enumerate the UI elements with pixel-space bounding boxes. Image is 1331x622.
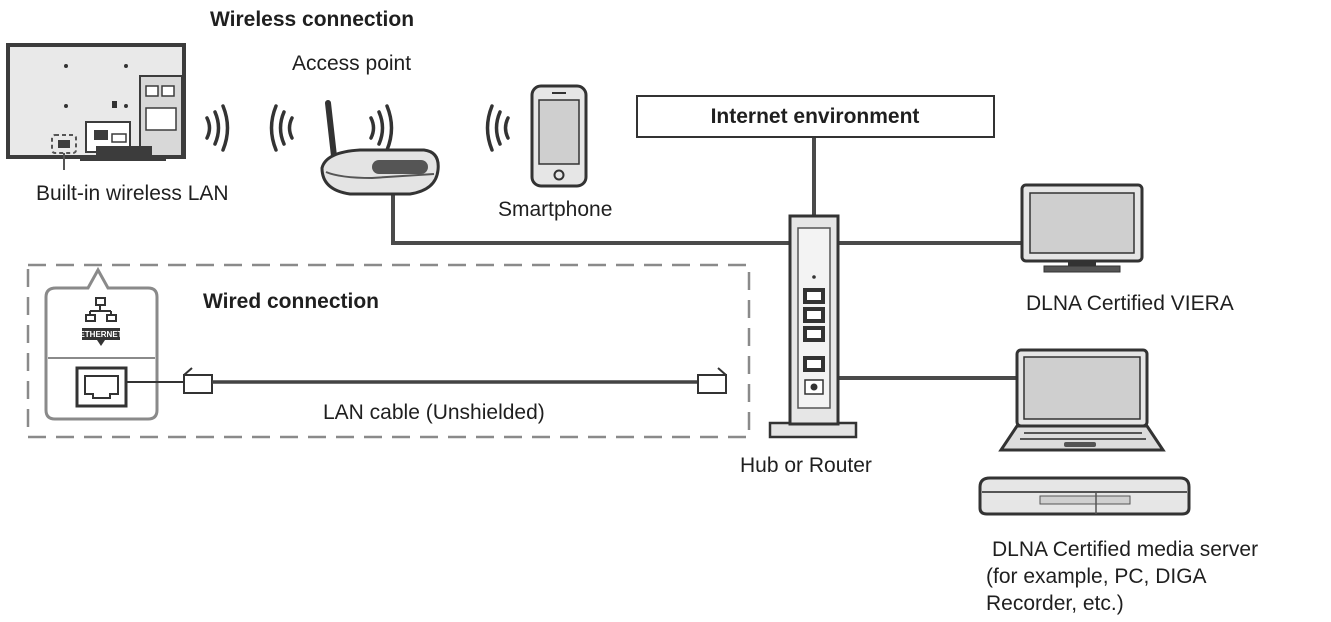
internet-environment-box [636, 95, 995, 138]
laptop-icon [998, 348, 1166, 452]
media-server-label-line3: Recorder, etc.) [986, 592, 1124, 615]
tv-rear-icon [6, 43, 186, 170]
access-point-icon [320, 100, 440, 196]
wifi-waves [205, 104, 510, 152]
media-recorder-icon [978, 476, 1191, 516]
viera-label: DLNA Certified VIERA [1026, 292, 1234, 315]
lan-cable-label: LAN cable (Unshielded) [323, 401, 545, 424]
hub-router-icon [768, 214, 858, 439]
network-symbol-icon [85, 297, 117, 322]
phone-wifi-signal-icon [485, 104, 510, 152]
tv-wifi-signal-icon [205, 104, 230, 152]
smartphone-icon [530, 84, 588, 188]
ap-wifi-signal-right-icon [369, 104, 394, 152]
media-server-label-line2: (for example, PC, DIGA [986, 565, 1207, 588]
hub-router-label: Hub or Router [740, 454, 872, 477]
smartphone-label: Smartphone [498, 198, 612, 221]
internet-environment-label: Internet environment [711, 105, 920, 128]
ap-wifi-signal-left-icon [269, 104, 294, 152]
viera-tv-icon [1020, 183, 1144, 273]
lan-cable-icon [126, 367, 727, 394]
access-point-label: Access point [292, 52, 411, 75]
builtin-wireless-lan-label: Built-in wireless LAN [36, 182, 229, 205]
connection-lines [391, 137, 1022, 380]
lan-port-callout: ETHERNET [44, 266, 159, 421]
ap-to-router-line [391, 190, 790, 245]
diagram-labels: Wireless connection Access point Built-i… [36, 8, 1258, 615]
wired-connection-title: Wired connection [203, 290, 379, 313]
wireless-connection-title: Wireless connection [210, 8, 414, 31]
ethernet-tag-label: ETHERNET [79, 330, 122, 339]
media-server-label-line1: DLNA Certified media server [992, 538, 1258, 561]
